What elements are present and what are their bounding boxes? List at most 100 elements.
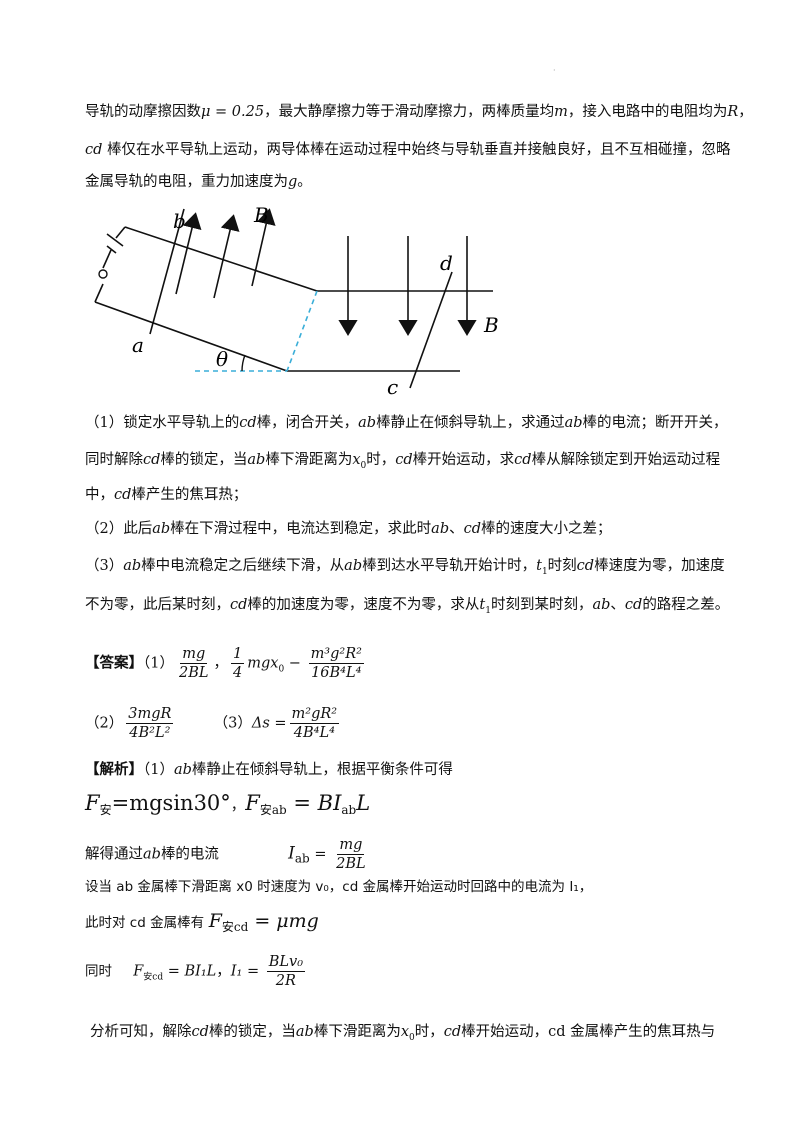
analysis-line-5: 此时对 cd 金属棒有 F安cd = μmg — [85, 910, 720, 938]
force-symbol: F — [208, 910, 222, 932]
q1-line-2: 同时解除cd棒的锁定，当ab棒下滑距离为x0时，cd棒开始运动，求cd棒从解除锁… — [85, 449, 720, 477]
text: 、 — [610, 597, 625, 613]
text: 棒开始运动，cd 金属棒产生的焦耳热与 — [461, 1024, 716, 1040]
subscript: ab — [294, 851, 310, 866]
text: 棒静止在倾斜导轨上，根据平衡条件可得 — [191, 762, 453, 778]
text: 此时对 cd 金属棒有 — [85, 915, 205, 931]
rod-cd: cd — [230, 597, 248, 613]
wire — [115, 226, 126, 239]
separator: ， — [216, 963, 231, 980]
rod-cd: cd — [576, 558, 595, 574]
text: 导轨的动摩擦因数 — [85, 104, 201, 120]
subscript: 安 — [99, 802, 112, 817]
numerator: BLv₀ — [266, 954, 306, 972]
field-arrow-incline — [175, 212, 202, 295]
text: 不为零，此后某时刻， — [85, 597, 230, 613]
rod-cd: cd — [514, 452, 532, 468]
rod-ab: ab — [358, 415, 377, 431]
term: L — [356, 791, 371, 815]
part-label: （3） — [213, 715, 252, 732]
intro-line-1: 导轨的动摩擦因数μ = 0.25，最大静摩擦力等于滑动摩擦力，两棒质量均m，接入… — [85, 101, 753, 123]
text: 棒的锁定，当 — [208, 1024, 296, 1040]
field-arrow-incline — [213, 214, 240, 299]
operator: − — [284, 655, 306, 672]
text: 棒中电流稳定之后继续下滑，从 — [141, 558, 345, 574]
rod-ab: ab — [344, 558, 363, 574]
text: 中， — [85, 487, 114, 503]
mu-value: μ = 0.25 — [201, 104, 265, 120]
operator: = — [309, 846, 332, 863]
numerator: m³g²R² — [308, 646, 364, 664]
rod-ab: ab — [592, 597, 611, 613]
rod-cd: cd — [85, 142, 103, 158]
rod-ab: ab — [123, 558, 142, 574]
text: 金属导轨的电阻，重力加速度为 — [85, 174, 288, 190]
text: 棒下滑距离为 — [313, 1024, 401, 1040]
q3-line-1: （3）ab棒中电流稳定之后继续下滑，从ab棒到达水平导轨开始计时，t1时刻cd棒… — [85, 555, 725, 583]
subscript: 安ab — [259, 802, 287, 817]
numerator: mg — [180, 646, 208, 664]
x0-symbol: x — [400, 1024, 410, 1040]
text: 的路程之差。 — [642, 597, 730, 613]
text: 时刻到某时刻， — [490, 597, 593, 613]
force-symbol: F — [85, 791, 100, 815]
rod-cd: cd — [239, 415, 257, 431]
text: 棒到达水平导轨开始计时， — [362, 558, 537, 574]
term: =mgsin30° — [111, 791, 231, 815]
q3-line-2: 不为零，此后某时刻，cd棒的加速度为零，速度不为零，求从t1时刻到某时刻，ab、… — [85, 594, 729, 622]
denominator: 2BL — [178, 665, 209, 681]
analysis-line-4: 设当 ab 金属棒下滑距离 x0 时速度为 v₀，cd 金属棒开始运动时回路中的… — [85, 876, 720, 898]
subscript: 0 — [409, 1032, 415, 1043]
rod-cd: cd — [143, 452, 161, 468]
subscript: 安cd — [143, 972, 164, 983]
numerator: mg — [337, 837, 365, 855]
page-mark: · — [553, 66, 556, 75]
text: 棒静止在倾斜导轨上，求通过 — [376, 415, 565, 431]
label-b: b — [173, 209, 186, 233]
force-symbol: F — [245, 791, 260, 815]
label-a: a — [132, 333, 144, 357]
t1-symbol: t — [536, 558, 542, 574]
rod-ab: ab — [173, 762, 192, 778]
current-symbol: I — [288, 843, 295, 864]
x0-symbol: x — [352, 452, 361, 468]
part-label: （1） — [143, 655, 174, 672]
text: 棒从解除锁定到开始运动过程 — [531, 452, 721, 468]
rod-ab: ab — [152, 521, 171, 537]
intro-line-2: cd 棒仅在水平导轨上运动，两导体棒在运动过程中始终与导轨垂直并接触良好，且不互… — [85, 139, 731, 161]
denominator: 16B⁴L⁴ — [311, 665, 362, 681]
subscript: 0 — [360, 460, 367, 471]
field-arrow-incline — [251, 208, 276, 287]
denominator: 4 — [233, 665, 243, 681]
label-c: c — [387, 375, 398, 399]
text: （2）此后 — [85, 521, 153, 537]
text: 。 — [297, 174, 312, 190]
text: 时， — [366, 452, 396, 468]
mass-symbol: m — [554, 104, 568, 120]
rod-cd: cd — [443, 1024, 462, 1040]
term: I₁ = — [230, 963, 264, 980]
denominator: 2R — [275, 973, 296, 989]
denominator: 4B²L² — [129, 725, 171, 741]
rod-cd — [409, 271, 453, 389]
text: 设当 ab 金属棒下滑距离 x0 时速度为 v₀，cd 金属棒开始运动时回路中的… — [85, 879, 593, 895]
subscript: 1 — [485, 605, 491, 616]
answer-label: 【答案】 — [85, 654, 143, 672]
text: 时刻 — [547, 558, 577, 574]
switch-contact — [98, 269, 108, 279]
junction-dashed — [286, 290, 318, 372]
label-d: d — [440, 251, 453, 275]
text: 棒的锁定，当 — [160, 452, 248, 468]
rod-ab: ab — [247, 452, 266, 468]
intro-line-3: 金属导轨的电阻，重力加速度为g。 — [85, 171, 720, 193]
text: 棒开始运动，求 — [412, 452, 515, 468]
subscript: 安cd — [221, 919, 249, 934]
battery-plate-short — [106, 245, 117, 254]
term: = BI₁L — [163, 963, 217, 980]
text: （1）锁定水平导轨上的 — [85, 415, 240, 431]
